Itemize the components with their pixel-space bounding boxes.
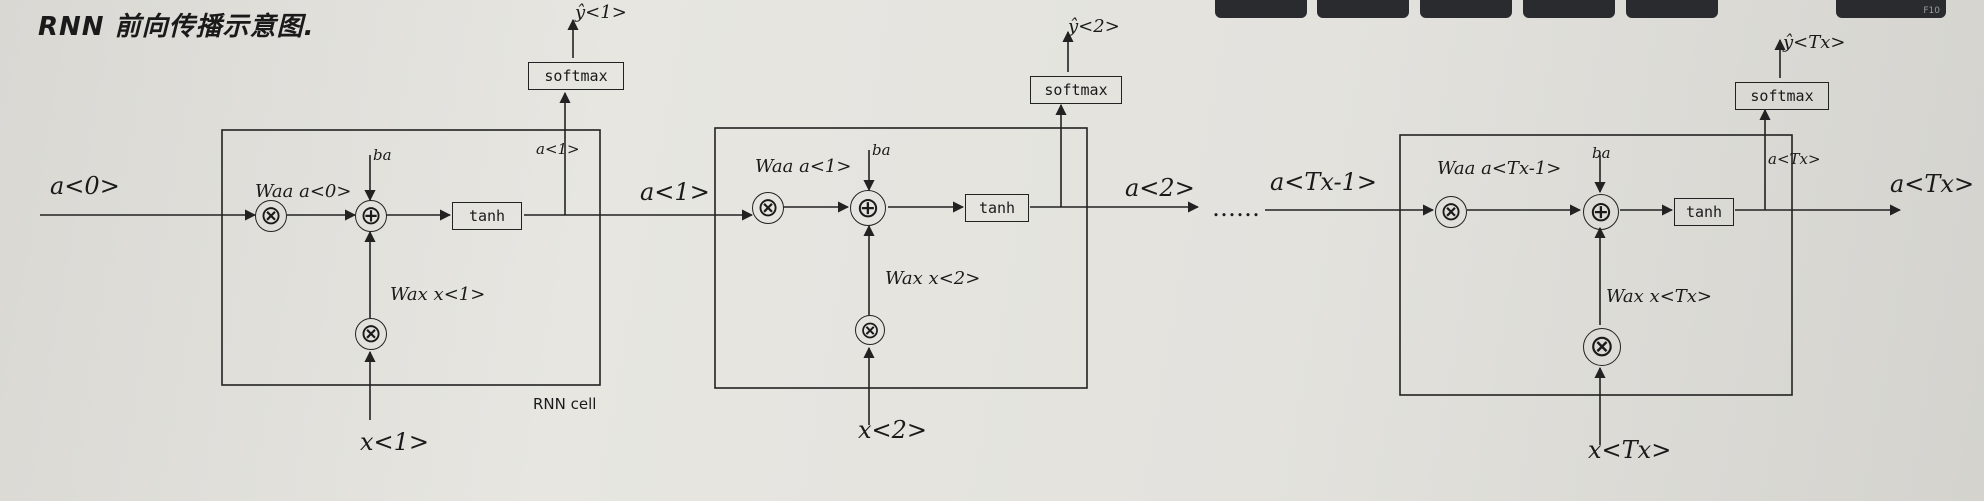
a2-label: a<2> [1125, 174, 1195, 202]
y1-hat-label: ŷ<1> [575, 2, 627, 23]
y2-hat-label: ŷ<2> [1068, 16, 1120, 37]
waa-term-3: Waa a<Tx-1> [1437, 158, 1562, 179]
softmax-box-1: softmax [528, 62, 624, 90]
keyboard-key: F10 [1836, 0, 1946, 18]
add-node-1: ⊕ [355, 200, 387, 232]
ellipsis: …… [1212, 194, 1260, 222]
key-label: F10 [1923, 6, 1940, 16]
softmax-box-2: softmax [1030, 76, 1122, 104]
waa-term-1: Waa a<0> [255, 181, 352, 202]
atx-up-label: a<Tx> [1768, 150, 1821, 168]
x1-label: x<1> [360, 428, 430, 456]
wax-term-1: Wax x<1> [390, 284, 486, 305]
diagram-title: RNN 前向传播示意图. [38, 12, 315, 42]
multiply-node-wax-1: ⊗ [355, 318, 387, 350]
rnn-cell-box-3 [1399, 134, 1793, 396]
xtx-label: x<Tx> [1588, 436, 1672, 464]
atx-final-label: a<Tx> [1890, 170, 1975, 198]
keyboard-edge: F10 [0, 0, 1984, 22]
ytx-hat-label: ŷ<Tx> [1783, 32, 1846, 53]
keyboard-key [1420, 0, 1512, 18]
keyboard-key [1215, 0, 1307, 18]
tanh-box-2: tanh [965, 194, 1029, 222]
softmax-box-3: softmax [1735, 82, 1829, 110]
waa-term-2: Waa a<1> [755, 156, 852, 177]
multiply-node-wax-3: ⊗ [1583, 328, 1621, 366]
tanh-box-1: tanh [452, 202, 522, 230]
atx-1-label: a<Tx-1> [1270, 168, 1378, 196]
a1-up-label: a<1> [536, 140, 580, 158]
multiply-node-waa-3: ⊗ [1435, 196, 1467, 228]
wax-term-2: Wax x<2> [885, 268, 981, 289]
rnn-cell-label: RNN cell [533, 395, 597, 413]
add-node-3: ⊕ [1583, 194, 1619, 230]
a0-label: a<0> [50, 172, 120, 200]
a1-label: a<1> [640, 178, 710, 206]
add-node-2: ⊕ [850, 190, 886, 226]
multiply-node-waa-1: ⊗ [255, 200, 287, 232]
bias-label-1: ba [373, 146, 392, 164]
tanh-box-3: tanh [1674, 198, 1734, 226]
rnn-cell-box-1 [221, 129, 601, 386]
multiply-node-waa-2: ⊗ [752, 192, 784, 224]
bias-label-2: ba [872, 141, 891, 159]
keyboard-key [1317, 0, 1409, 18]
x2-label: x<2> [858, 416, 928, 444]
rnn-cell-box-2 [714, 127, 1088, 389]
multiply-node-wax-2: ⊗ [855, 315, 885, 345]
wax-term-3: Wax x<Tx> [1606, 286, 1713, 307]
keyboard-key [1523, 0, 1615, 18]
keyboard-key [1626, 0, 1718, 18]
bias-label-3: ba [1592, 144, 1611, 162]
